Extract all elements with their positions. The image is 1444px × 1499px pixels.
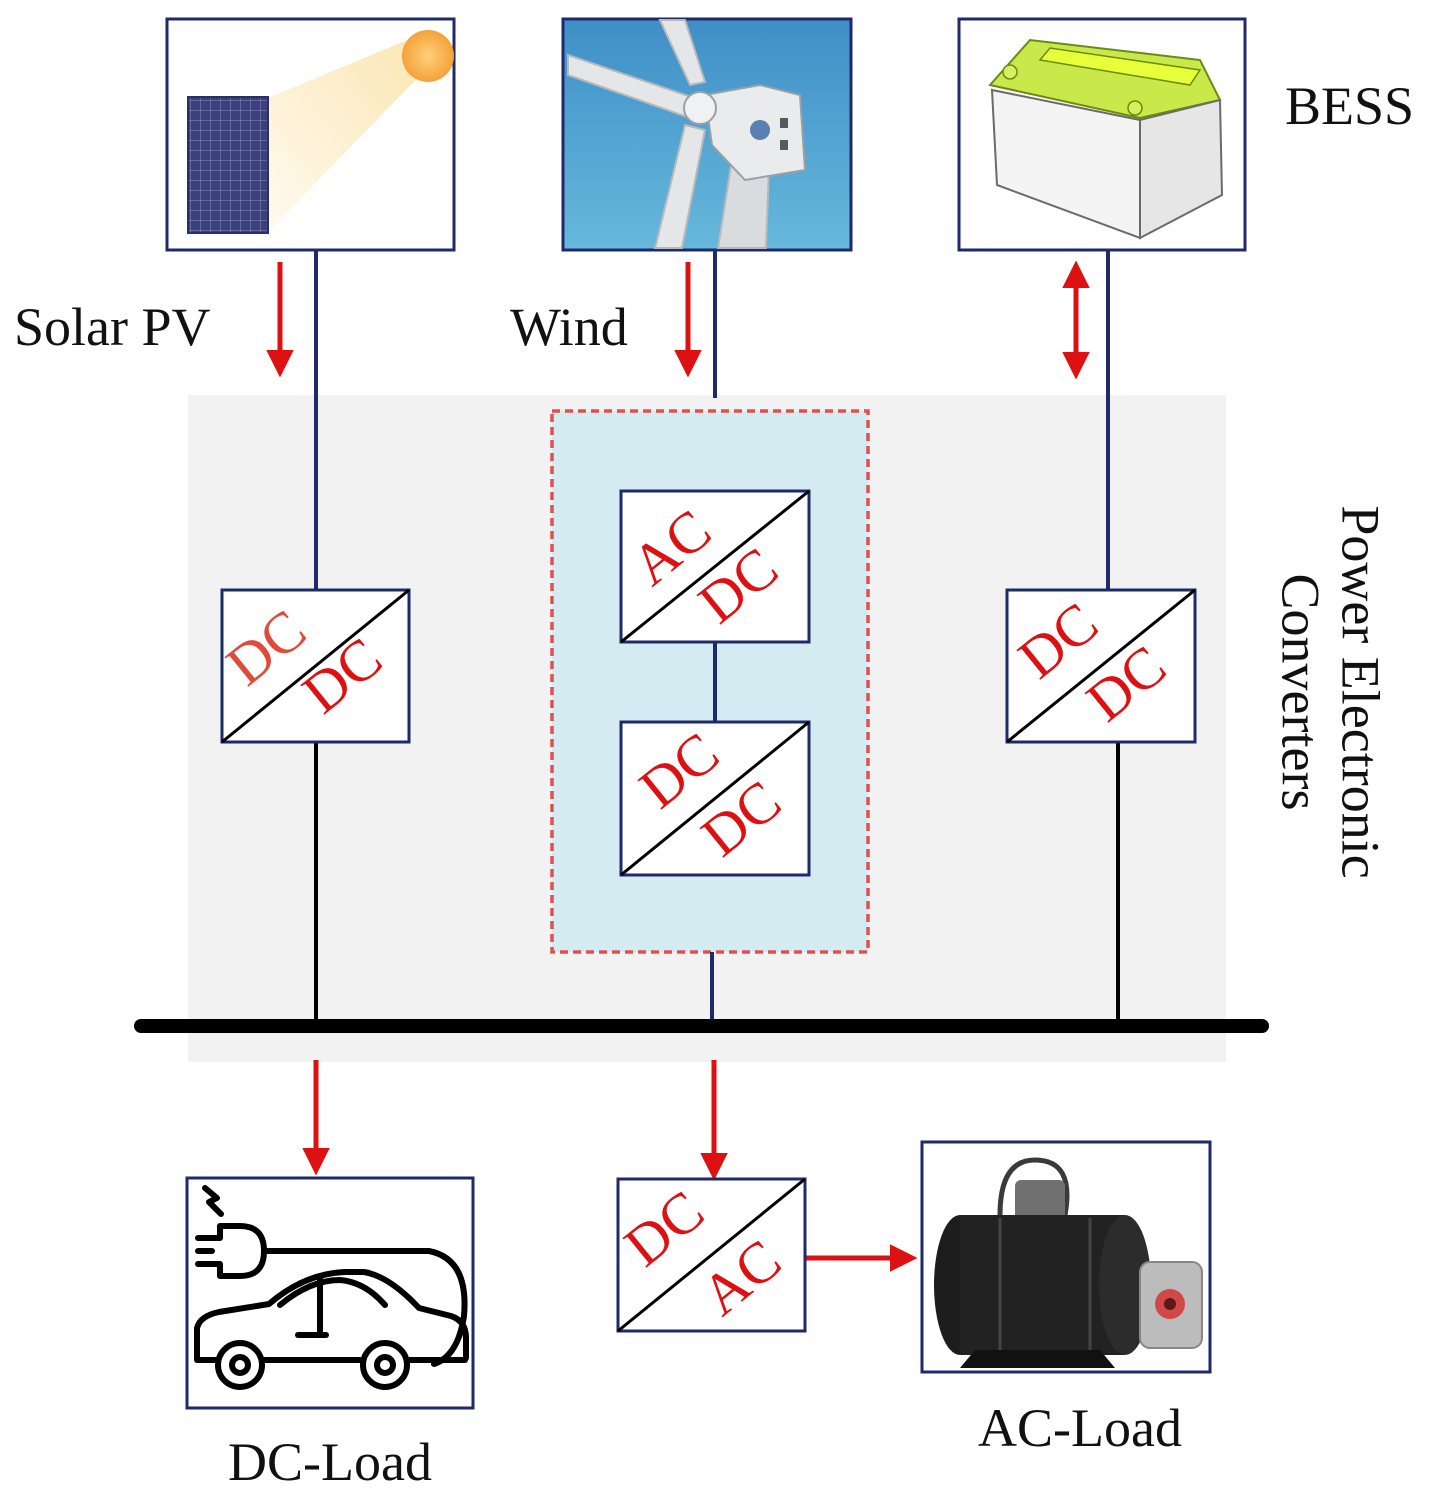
bess-label: BESS — [1285, 76, 1414, 136]
converter-dc-dc-wind: DC DC — [619, 720, 811, 877]
ac-load-label: AC-Load — [978, 1398, 1182, 1458]
ev-charging-picture — [185, 1176, 475, 1410]
converter-ac-dc-wind: AC DC — [619, 489, 811, 644]
wind-turbine-picture — [561, 17, 853, 252]
power-flow-arrows — [266, 260, 1090, 1272]
power-electronic-line1: Power Electronic — [1331, 505, 1391, 878]
solar-pv-label: Solar PV — [14, 297, 211, 357]
converter-dc-dc-solar: DC DC — [214, 588, 411, 744]
power-electronic-converters-label: Power Electronic Converters — [1271, 505, 1391, 878]
converter-dc-dc-bess: DC DC — [1005, 588, 1197, 744]
solar-pv-picture — [165, 17, 456, 252]
dc-load-label: DC-Load — [228, 1432, 432, 1492]
motor-picture — [920, 1140, 1212, 1374]
wind-label: Wind — [510, 297, 628, 357]
converter-dc-ac-load: DC AC — [612, 1177, 807, 1333]
battery-picture — [957, 17, 1247, 252]
power-electronic-line2: Converters — [1271, 574, 1331, 811]
wiring — [314, 250, 1120, 1025]
